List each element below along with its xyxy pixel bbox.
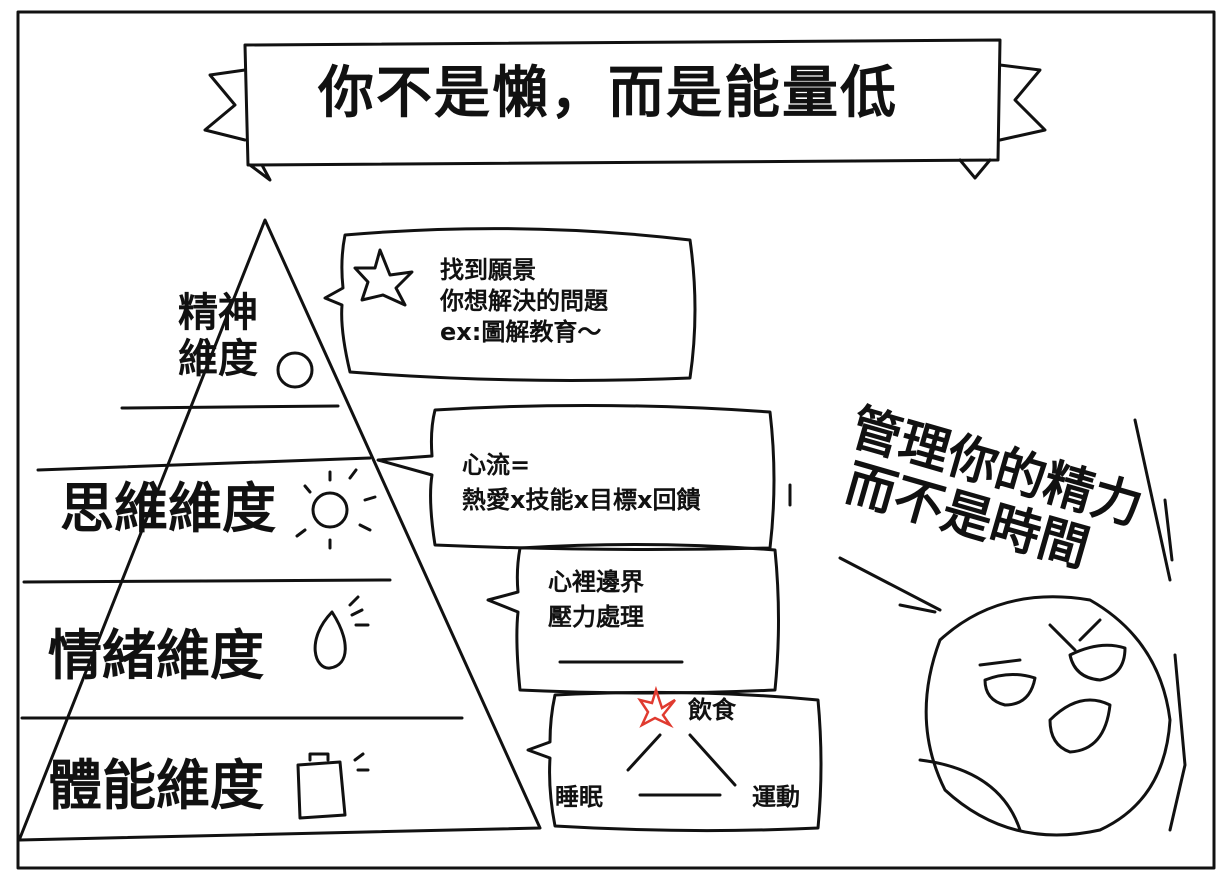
bubble-emotion [486,542,780,695]
diet-label: 飲食 [688,696,736,724]
title-banner [203,38,1047,182]
level-spirit: 精神 維度 [178,290,258,382]
level-thinking: 思維維度 [60,477,276,540]
bubble-thinking-text: 心流= 熱愛x技能x目標x回饋 [462,448,700,518]
character-face [838,418,1187,837]
frame-border [16,10,1216,870]
bubble-line: 壓力處理 [548,602,644,631]
level-physical: 體能維度 [48,754,264,817]
star-icon [353,248,414,307]
bubble-line: 心流= [462,451,531,479]
page-title: 你不是懶，而是能量低 [318,61,898,126]
bubble-spirit [323,227,697,382]
bubble-line: 找到願景 [440,256,536,284]
bubble-line: ex:圖解教育～ [440,318,602,347]
brain-icon [276,351,314,389]
bubble-line: 你想解決的問題 [440,287,608,316]
level-emotion: 情緒維度 [48,624,264,687]
bubble-physical [526,690,823,833]
bubble-thinking [376,403,776,551]
level-spirit-line2: 維度 [178,336,258,382]
battery-icon [296,752,370,820]
red-star-icon [637,685,676,729]
bubble-line: 熱愛x技能x目標x回饋 [462,485,701,514]
bubble-line: 心裡邊界 [548,568,644,596]
bubble-spirit-text: 找到願景 你想解決的問題 ex:圖解教育～ [440,255,608,349]
pyramid [18,218,542,842]
bubble-emotion-text: 心裡邊界 壓力處理 [548,565,644,635]
sun-icon [295,468,377,550]
level-spirit-line1: 精神 [178,290,258,336]
sleep-label: 睡眠 [555,783,603,811]
water-drop-icon [313,595,370,670]
exercise-label: 運動 [752,783,800,811]
